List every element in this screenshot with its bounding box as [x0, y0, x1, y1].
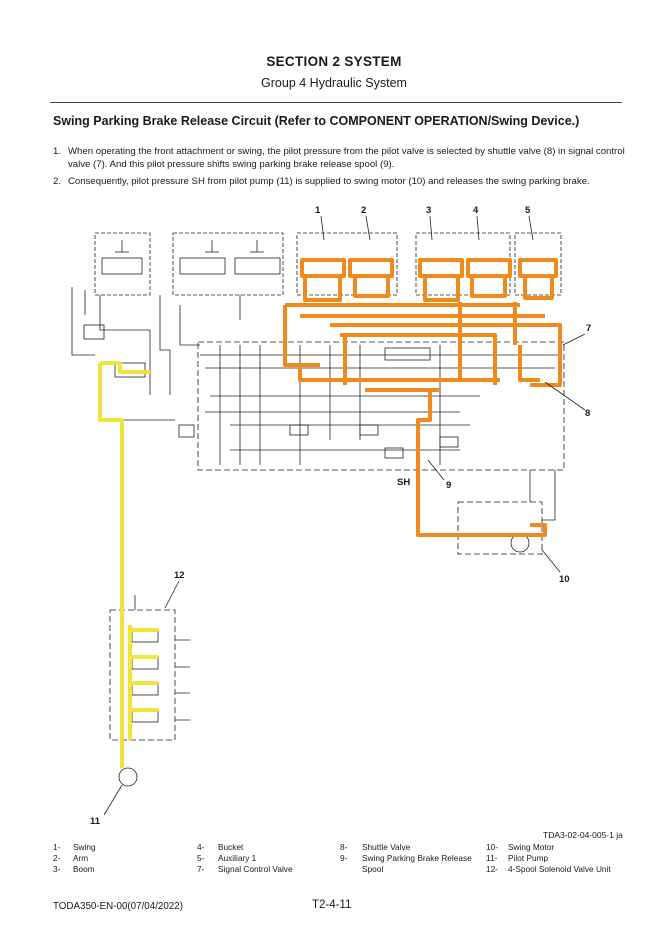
- section-title: SECTION 2 SYSTEM: [266, 54, 402, 69]
- callout-leaders: [103, 215, 586, 816]
- left-small-valve: [83, 324, 105, 340]
- legend-col-4: 10-Swing Motor 11-Pilot Pump 12-4-Spool …: [486, 842, 611, 875]
- legend-item: 1-Swing: [53, 842, 96, 852]
- drain-box: [178, 424, 195, 438]
- legend-item: 9-Swing Parking Brake Release Spool: [340, 853, 472, 874]
- signal-control-valve-housing: [197, 341, 565, 471]
- paragraph-number: 2.: [53, 176, 62, 187]
- swing-motor-housing: [457, 501, 543, 555]
- callout-7: 7: [586, 323, 592, 334]
- callout-1: 1: [315, 205, 321, 216]
- callout-12: 12: [174, 570, 185, 581]
- paragraph-2: 2. Consequently, pilot pressure SH from …: [53, 175, 628, 201]
- pilot-valve-box-travel: [94, 232, 151, 296]
- legend-item: 7-Signal Control Valve: [197, 864, 293, 874]
- circuit-heading: Swing Parking Brake Release Circuit (Ref…: [53, 114, 580, 128]
- legend-item: 10-Swing Motor: [486, 842, 555, 852]
- paragraph-1: 1. When operating the front attachment o…: [53, 145, 628, 171]
- legend-item: 2-Arm: [53, 853, 89, 863]
- pilot-valve-box-swing-arm: [296, 232, 398, 296]
- figure-reference: TDA3-02-04-005-1 ja: [543, 830, 623, 840]
- legend-col-2: 4-Bucket 5-Auxiliary 1 7-Signal Control …: [197, 842, 293, 875]
- callout-10: 10: [559, 574, 570, 585]
- pilot-valve-front-left: [179, 240, 281, 275]
- callout-11: 11: [90, 816, 101, 827]
- signal-valve-block: [384, 347, 431, 361]
- callout-5: 5: [525, 205, 531, 216]
- legend-item: 12-4-Spool Solenoid Valve Unit: [486, 864, 611, 874]
- document-id: TODA350-EN-00(07/04/2022): [53, 901, 183, 912]
- pilot-valve-box-left: [172, 232, 284, 296]
- yellow-pilot-pump-line: [98, 361, 158, 768]
- callout-2: 2: [361, 205, 367, 216]
- page-number: T2-4-11: [312, 899, 352, 911]
- legend-item: 5-Auxiliary 1: [197, 853, 257, 863]
- callout-9: 9: [446, 480, 452, 491]
- signal-spool-a: [289, 424, 309, 436]
- legend-item: 11-Pilot Pump: [486, 853, 549, 863]
- legend-col-1: 1-Swing 2-Arm 3-Boom: [53, 842, 96, 875]
- paragraph-text: Consequently, pilot pressure SH from pil…: [68, 176, 590, 187]
- signal-spool-c: [439, 436, 459, 448]
- legend-item: 3-Boom: [53, 864, 95, 874]
- pilot-valve-travel: [101, 240, 143, 275]
- callout-8: 8: [585, 408, 591, 419]
- pilot-pump-symbol: [118, 767, 138, 787]
- legend-item: 4-Bucket: [197, 842, 244, 852]
- group-title: Group 4 Hydraulic System: [261, 76, 407, 90]
- paragraph-number: 1.: [53, 146, 62, 157]
- paragraph-text: When operating the front attachment or s…: [68, 146, 625, 170]
- legend-col-3: 8-Shuttle Valve 9-Swing Parking Brake Re…: [340, 842, 480, 875]
- signal-spool-b: [359, 424, 379, 436]
- callout-4: 4: [473, 205, 479, 216]
- header-rule: [50, 102, 622, 103]
- legend-item: 8-Shuttle Valve: [340, 842, 411, 852]
- orange-pilot-pressure-lines: [283, 258, 562, 537]
- signal-spool-d: [384, 447, 404, 459]
- solenoid-valve-unit-housing: [109, 609, 176, 741]
- sh-label: SH: [397, 477, 411, 488]
- callout-3: 3: [426, 205, 432, 216]
